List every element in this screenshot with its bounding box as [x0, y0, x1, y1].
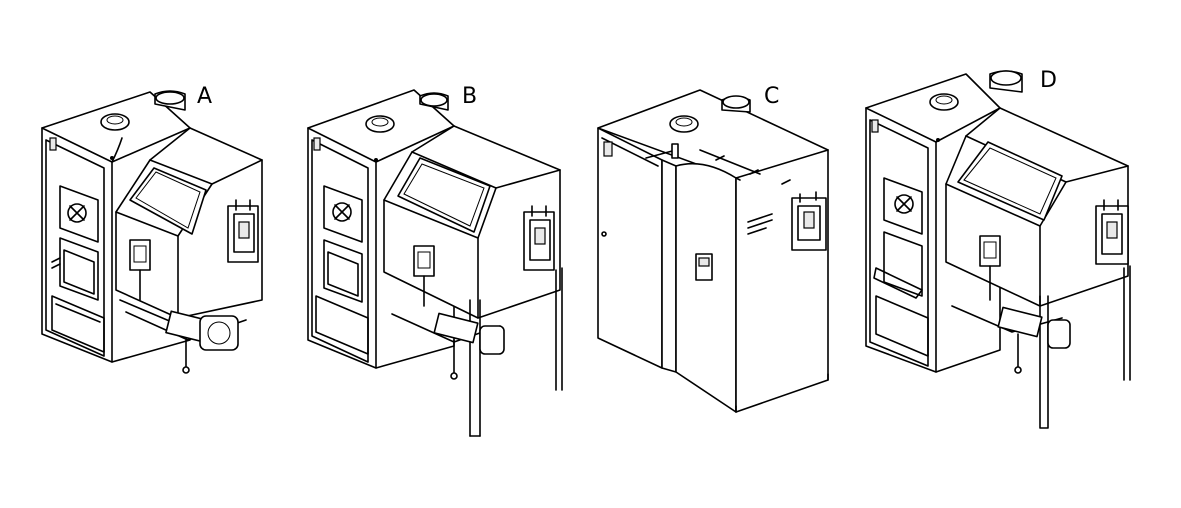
label-a: A: [197, 84, 213, 109]
label-b: B: [462, 84, 478, 109]
boiler-a: [41, 90, 263, 374]
boiler-d: [865, 70, 1131, 429]
boiler-c: [597, 89, 829, 413]
label-c: C: [764, 84, 780, 109]
boiler-b: [307, 89, 563, 437]
label-d: D: [1040, 68, 1057, 93]
